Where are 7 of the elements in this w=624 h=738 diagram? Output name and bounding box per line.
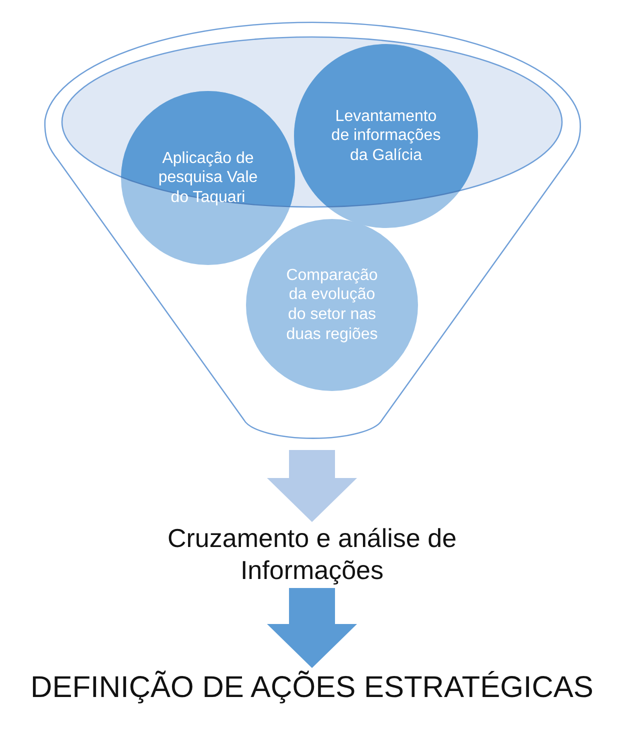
block-arrow bbox=[267, 588, 357, 668]
circle-label: Aplicação de pesquisa Vale do Taquari bbox=[157, 148, 259, 208]
result-heading: DEFINIÇÃO DE AÇÕES ESTRATÉGICAS bbox=[30, 670, 594, 706]
circle-label: Levantamento de informações da Galícia bbox=[330, 106, 442, 166]
block-arrow bbox=[267, 450, 357, 522]
circle-label: Comparação da evolução do setor nas duas regiões bbox=[285, 266, 379, 344]
step-label: Cruzamento e análise de Informações bbox=[166, 523, 458, 587]
